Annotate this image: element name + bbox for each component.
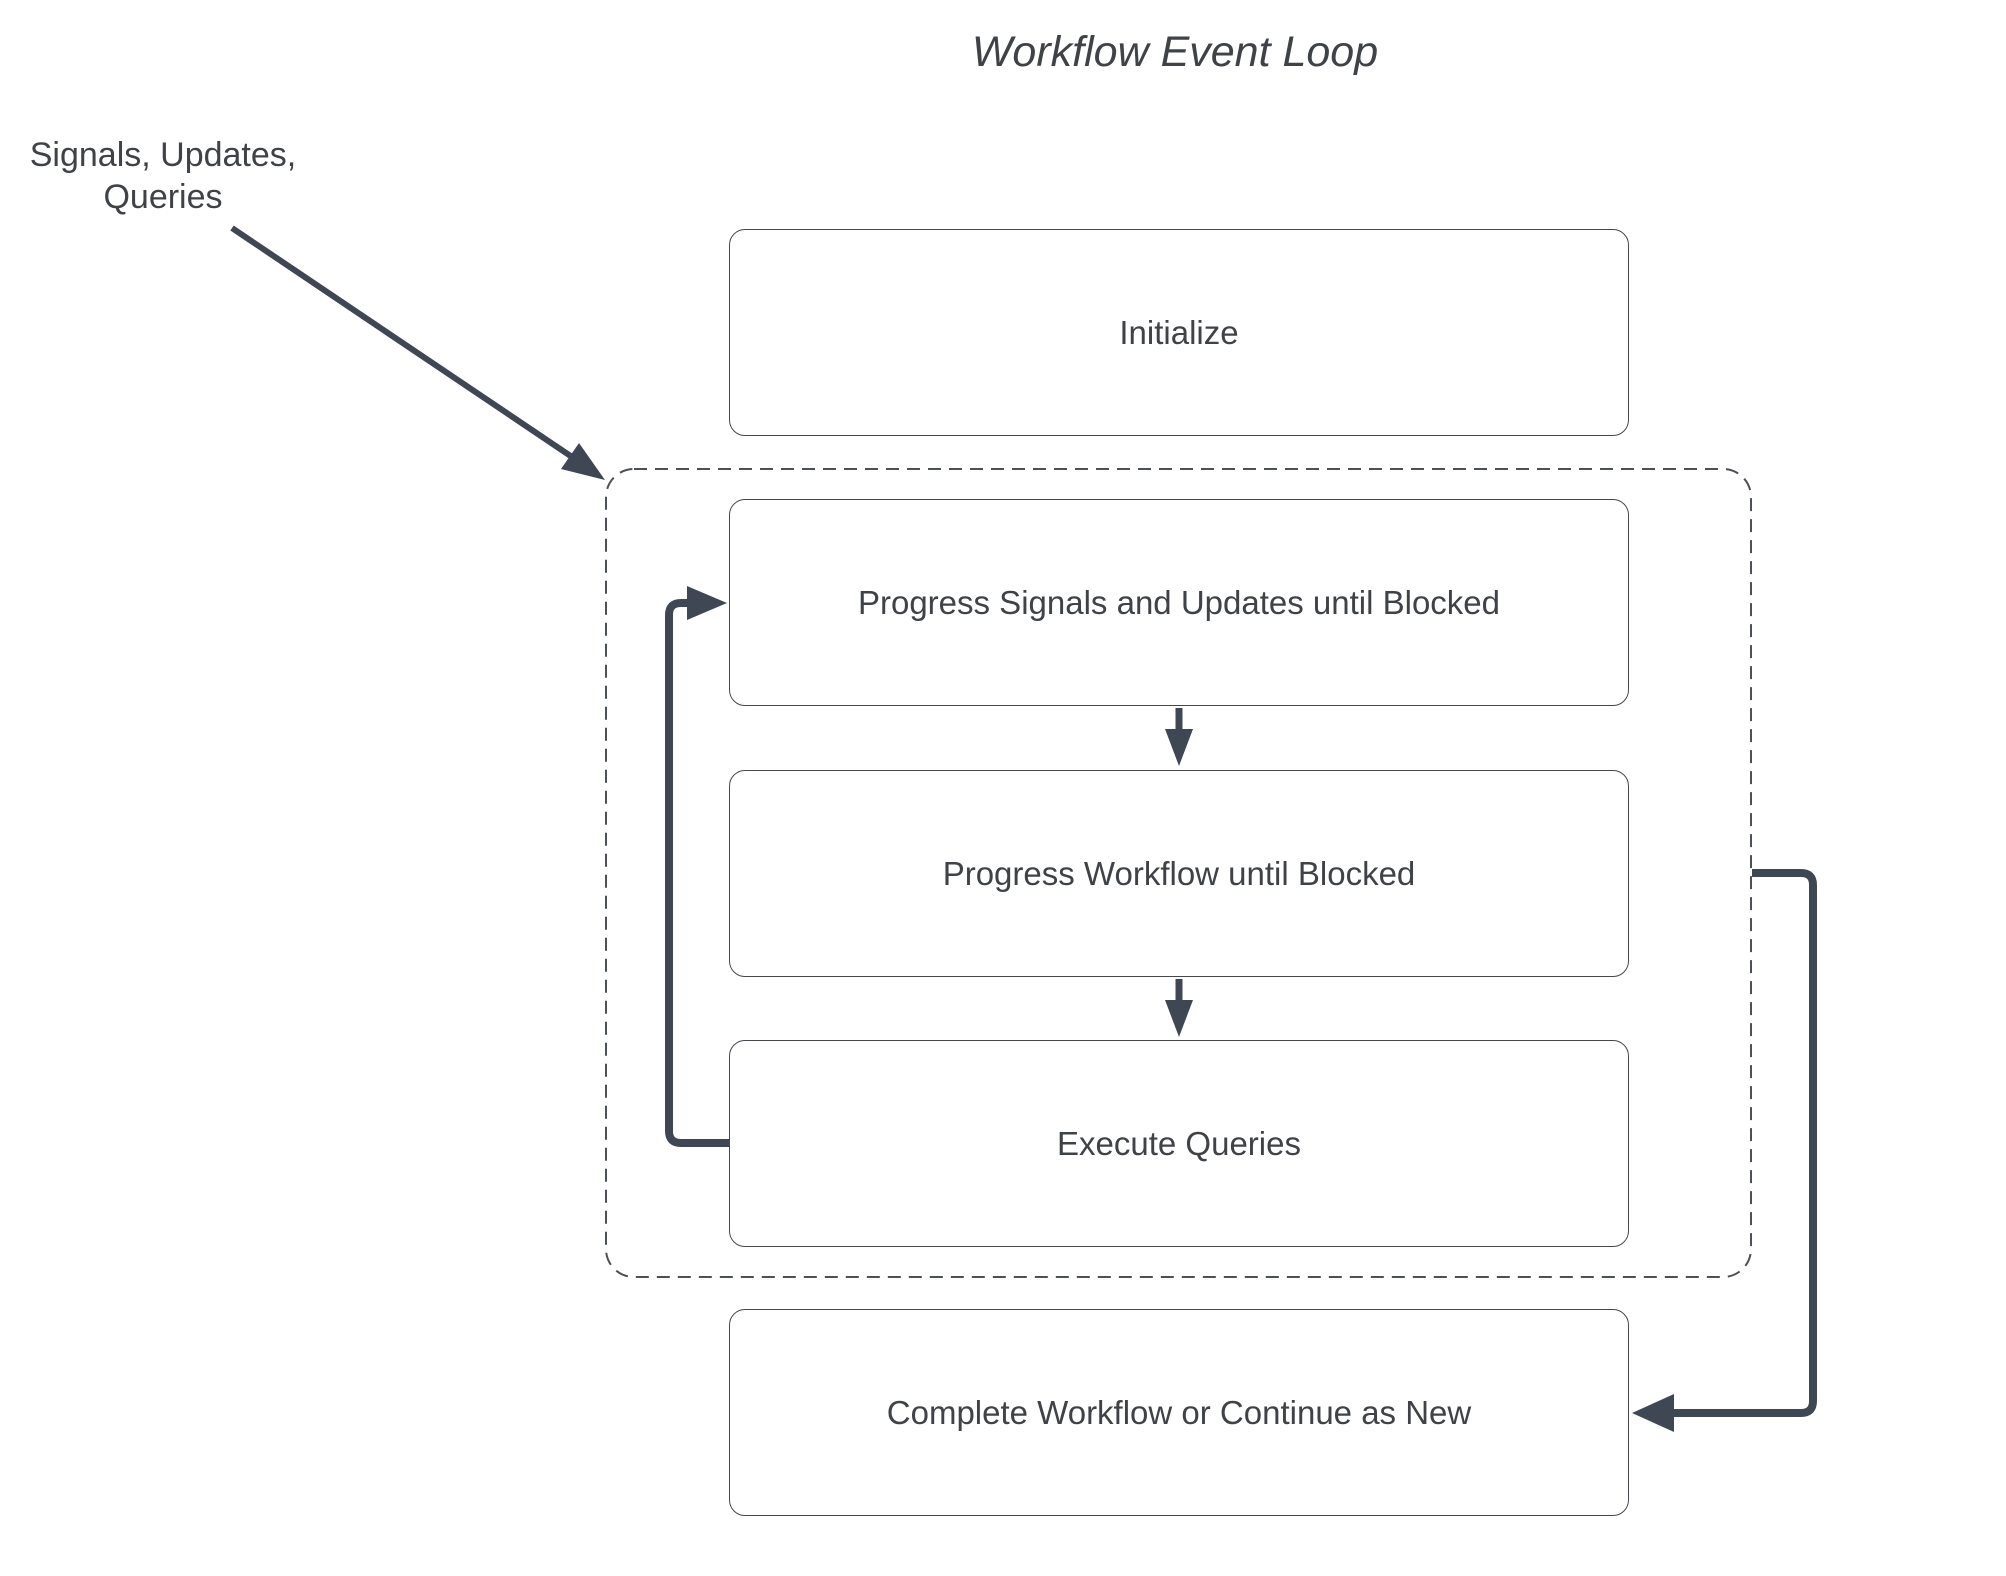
down-arrow-1: [1165, 708, 1193, 766]
down-arrow-2: [1165, 979, 1193, 1037]
node-execute-queries-label: Execute Queries: [1057, 1124, 1301, 1162]
loop-back-arrow: [665, 586, 729, 1147]
node-progress-workflow: Progress Workflow until Blocked: [729, 770, 1629, 977]
node-progress-signals-label: Progress Signals and Updates until Block…: [857, 583, 1501, 621]
node-complete-workflow-label: Complete Workflow or Continue as New: [886, 1393, 1472, 1431]
signals-updates-queries-label-line2: Queries: [103, 178, 223, 216]
node-initialize: Initialize: [729, 229, 1629, 436]
node-initialize-label: Initialize: [1119, 313, 1239, 351]
node-progress-workflow-label: Progress Workflow until Blocked: [942, 854, 1416, 892]
node-execute-queries: Execute Queries: [729, 1040, 1629, 1247]
signals-updates-queries-label-line1: Signals, Updates,: [29, 136, 297, 174]
node-complete-workflow: Complete Workflow or Continue as New: [729, 1309, 1629, 1516]
continue-arrow: [1632, 869, 1817, 1432]
signals-input-arrow: [230, 225, 605, 480]
diagram-title: Workflow Event Loop: [971, 28, 1379, 76]
node-progress-signals: Progress Signals and Updates until Block…: [729, 499, 1629, 706]
signals-updates-queries-label: Signals, Updates, Queries: [20, 134, 306, 218]
